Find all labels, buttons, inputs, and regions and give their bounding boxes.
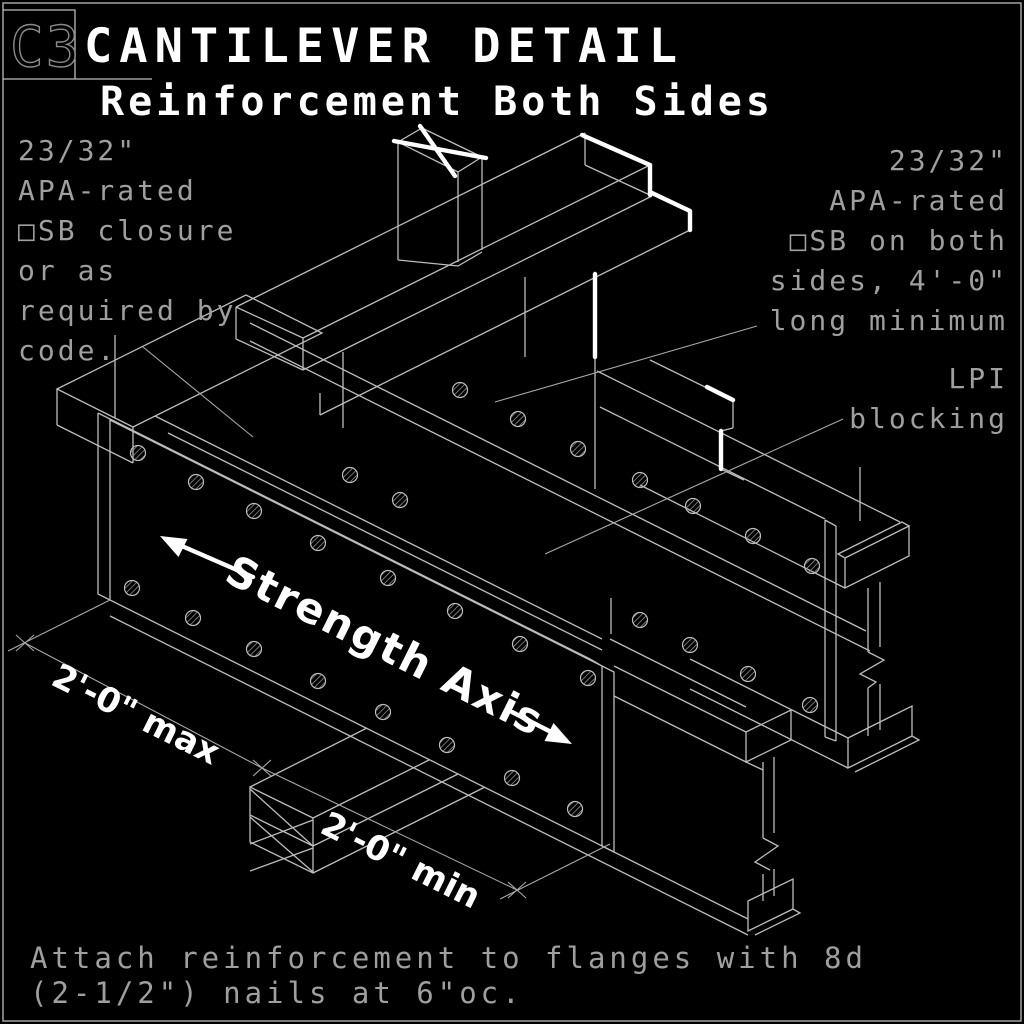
top-plate-boards	[235, 132, 691, 416]
left-note-line: □SB closure	[18, 214, 236, 247]
right-note-line: long minimum	[770, 304, 1008, 337]
lpi-note-line: LPI	[948, 362, 1008, 395]
strength-axis-arrowhead-left	[160, 536, 188, 557]
rear-joist	[596, 370, 921, 773]
front-joist-end	[109, 615, 802, 936]
bottom-note-line: Attach reinforcement to flanges with 8d	[30, 941, 867, 975]
leader-lines	[142, 325, 844, 555]
page-subtitle: Reinforcement Both Sides	[100, 79, 774, 125]
lpi-blocking-note: LPI blocking	[849, 362, 1008, 435]
squash-block-x-mark	[391, 123, 489, 179]
title-block-frame	[3, 9, 152, 80]
bottom-note: Attach reinforcement to flanges with 8d …	[30, 941, 867, 1010]
dimension-ticks	[15, 634, 527, 899]
blocking-verticals	[342, 277, 861, 521]
right-note-line: 23/32"	[889, 144, 1008, 177]
right-note-line: APA-rated	[829, 184, 1008, 217]
right-note-line: sides, 4'-0"	[770, 264, 1008, 297]
sheet-code: C3	[10, 15, 81, 80]
page-title: CANTILEVER DETAIL	[84, 19, 684, 74]
nail-heads	[123, 381, 821, 818]
closure-plate	[55, 294, 324, 464]
bottom-note-line: (2-1/2") nails at 6"oc.	[30, 976, 524, 1010]
ledger-band	[249, 322, 871, 652]
left-note-line: APA-rated	[18, 174, 197, 207]
strength-axis-arrowhead-right	[544, 723, 572, 744]
left-note-line: 23/32"	[18, 134, 137, 167]
highlight-edges	[579, 132, 736, 472]
joist-top-flange	[154, 415, 747, 763]
right-note-line: □SB on both	[790, 224, 1008, 257]
strength-axis-arrow-line-right	[509, 709, 558, 737]
left-note: 23/32" APA-rated □SB closure or as requi…	[18, 134, 236, 367]
right-note: 23/32" APA-rated □SB on both sides, 4'-0…	[770, 144, 1008, 337]
left-note-line: code.	[18, 334, 117, 367]
left-note-line: or as	[18, 254, 117, 287]
strength-axis-arrow-line-left	[172, 540, 256, 580]
dimension-lines	[7, 599, 611, 900]
lpi-note-line: blocking	[849, 402, 1008, 435]
wall-plate	[249, 727, 486, 875]
left-note-line: required by	[18, 294, 236, 327]
